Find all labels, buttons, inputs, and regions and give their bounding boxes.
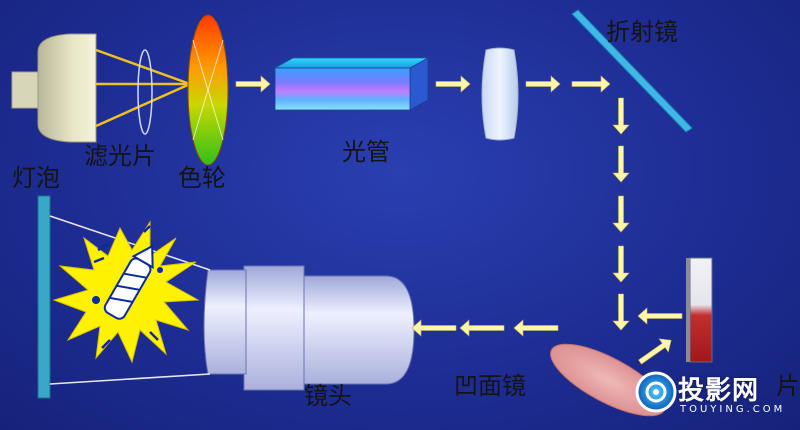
arrow bbox=[571, 75, 611, 93]
light-tube bbox=[273, 57, 430, 111]
arrow bbox=[612, 97, 630, 135]
watermark-text: 投影网 bbox=[678, 376, 760, 406]
arrow bbox=[612, 145, 630, 183]
arrow bbox=[612, 293, 630, 331]
filter bbox=[137, 49, 153, 135]
arrow bbox=[435, 75, 471, 93]
arrow bbox=[411, 319, 457, 337]
arrow bbox=[612, 245, 630, 283]
arrow bbox=[235, 75, 271, 93]
label-bulb: 灯泡 bbox=[12, 164, 60, 192]
projection-lens bbox=[203, 265, 415, 391]
projected-image bbox=[52, 220, 200, 364]
label-filter: 滤光片 bbox=[84, 142, 156, 170]
screen bbox=[37, 195, 211, 399]
light-path-arrows bbox=[235, 75, 683, 365]
bulb bbox=[11, 33, 97, 143]
label-lens: 镜头 bbox=[304, 382, 352, 410]
arrow bbox=[638, 338, 672, 365]
arrow bbox=[459, 319, 505, 337]
label-light-tube: 光管 bbox=[342, 138, 390, 166]
label-chip-partial: 片 bbox=[776, 372, 800, 400]
label-concave-mirror: 凹面镜 bbox=[454, 372, 526, 400]
arrow bbox=[637, 307, 683, 325]
arrow bbox=[525, 75, 561, 93]
arrow bbox=[612, 195, 630, 233]
watermark-subtext: TOUYING.COM bbox=[680, 404, 786, 415]
watermark-logo-icon bbox=[635, 371, 677, 413]
watermark: 投影网 TOUYING.COM bbox=[634, 364, 800, 430]
folding-mirror bbox=[571, 9, 693, 133]
color-wheel bbox=[187, 14, 229, 166]
label-color-wheel: 色轮 bbox=[178, 164, 226, 192]
arrow bbox=[513, 319, 559, 337]
label-folding-mirror: 折射镜 bbox=[606, 18, 678, 46]
light-beams bbox=[95, 48, 200, 128]
condenser-lens bbox=[481, 47, 519, 141]
dmd-chip bbox=[686, 257, 713, 363]
